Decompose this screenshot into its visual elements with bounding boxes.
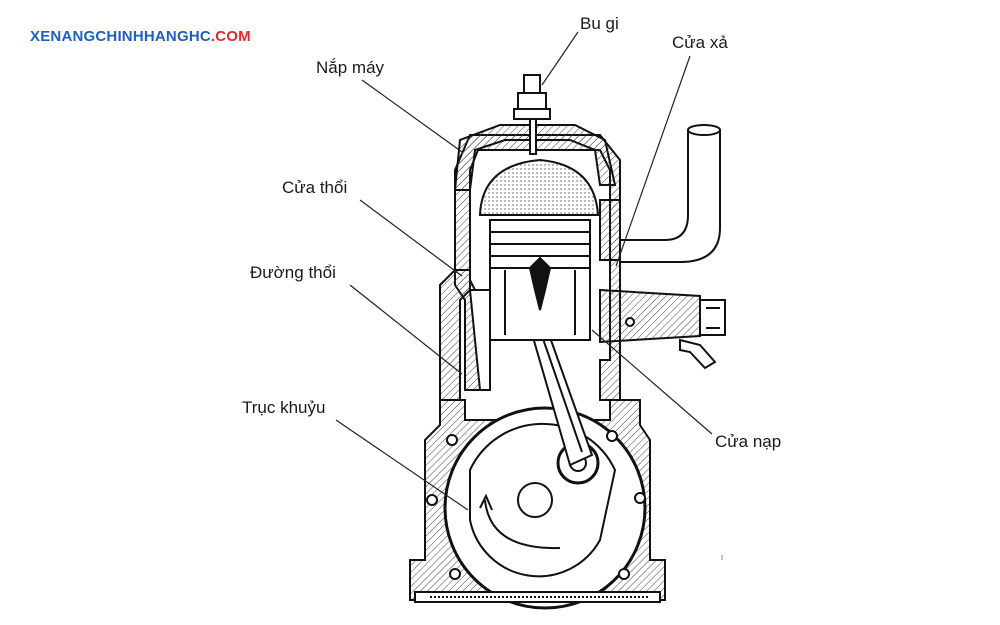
watermark-tld: .COM [210, 28, 251, 45]
leader-lines [335, 31, 713, 511]
label-duong-thoi: Đường thổi [250, 263, 336, 282]
label-nap-may: Nắp máy [316, 58, 385, 77]
leader-bu-gi [541, 31, 579, 86]
leader-cua-nap [591, 329, 713, 435]
label-cua-xa: Cửa xả [672, 33, 728, 52]
leader-cua-thoi [359, 199, 463, 277]
watermark-main: XENANGCHINHHANGHC [30, 28, 211, 45]
cylinder-head [453, 124, 617, 216]
leader-cua-xa [615, 55, 691, 267]
leader-duong-thoi [349, 284, 463, 375]
intake-port [599, 288, 726, 370]
label-cua-thoi: Cửa thổi [282, 178, 348, 197]
label-cua-nap: Cửa nạp [715, 432, 782, 451]
label-truc-khuyu: Trục khuỷu [242, 398, 326, 417]
piston [489, 219, 591, 341]
leader-nap-may [361, 79, 463, 153]
label-bu-gi: Bu gi [580, 14, 619, 33]
spark-plug [513, 74, 551, 155]
leader-truc-khuyu [335, 419, 469, 511]
exhaust-pipe [619, 124, 721, 263]
site-watermark: XENANGCHINHHANGHC.COM [30, 28, 251, 45]
